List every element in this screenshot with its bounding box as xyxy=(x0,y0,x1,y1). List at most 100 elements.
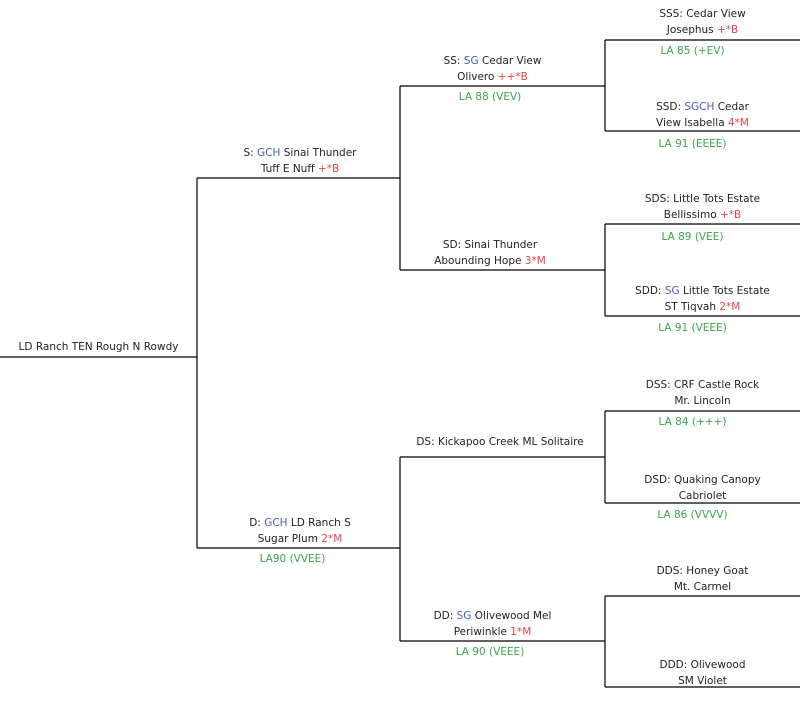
award-badge: ++*B xyxy=(497,71,528,83)
sdd-la-score: LA 91 (VEEE) xyxy=(658,322,727,334)
name-text: Bellissimo xyxy=(663,209,720,221)
title-prefix: GCH xyxy=(264,517,288,529)
dd-name-line-2: Periwinkle 1*M xyxy=(400,624,585,640)
sdd-name-line-2: ST Tiqvah 2*M xyxy=(605,299,800,315)
dss-name-line-1: DSS: CRF Castle Rock xyxy=(605,377,800,393)
award-badge: 1*M xyxy=(510,626,532,638)
name-text: Cedar xyxy=(714,101,749,113)
award-badge: 3*M xyxy=(524,255,546,267)
subject-name: LD Ranch TEN Rough N Rowdy xyxy=(0,339,197,355)
name-text: DDD: Olivewood xyxy=(659,659,746,671)
name-text: SDS: Little Tots Estate xyxy=(644,193,761,205)
sire-name-line-2: Tuff E Nuff +*B xyxy=(200,161,400,177)
name-text: D: xyxy=(249,517,265,529)
dss-name-line-2: Mr. Lincoln xyxy=(605,393,800,409)
ddd-name-line-2: SM Violet xyxy=(605,673,800,689)
dam-name-line-2: Sugar Plum 2*M xyxy=(200,531,400,547)
ss-name-line-2: Olivero ++*B xyxy=(400,69,585,85)
sdd-name-line-1: SDD: SG Little Tots Estate xyxy=(605,283,800,299)
subject-name-line-1: LD Ranch TEN Rough N Rowdy xyxy=(0,339,197,355)
title-prefix: SG xyxy=(456,610,472,622)
ss-la-score: LA 88 (VEV) xyxy=(458,91,522,103)
ssd-la-score: LA 91 (EEEE) xyxy=(658,138,727,150)
name-text: DSS: CRF Castle Rock xyxy=(645,379,760,391)
name-text: Olivewood Mel xyxy=(471,610,552,622)
dds-name-line-1: DDS: Honey Goat xyxy=(605,563,800,579)
name-text: ST Tiqvah xyxy=(664,301,720,313)
sss-name-line-1: SSS: Cedar View xyxy=(605,6,800,22)
sds-name-line-1: SDS: Little Tots Estate xyxy=(605,191,800,207)
dss-la-score: LA 84 (+++) xyxy=(658,416,727,428)
name-text: DD: xyxy=(433,610,457,622)
name-text: Cedar View xyxy=(478,55,542,67)
sds-name-line-2: Bellissimo +*B xyxy=(605,207,800,223)
name-text: LD Ranch S xyxy=(287,517,351,529)
name-text: SSD: xyxy=(656,101,685,113)
ddd-name: DDD: Olivewood SM Violet xyxy=(605,657,800,689)
sire-name-line-1: S: GCH Sinai Thunder xyxy=(200,145,400,161)
dsd-name-line-1: DSD: Quaking Canopy xyxy=(605,472,800,488)
name-text: Mr. Lincoln xyxy=(674,395,731,407)
title-prefix: SGCH xyxy=(684,101,715,113)
name-text: View Isabella xyxy=(656,117,728,129)
name-text: Olivero xyxy=(457,71,498,83)
name-text: DSD: Quaking Canopy xyxy=(644,474,761,486)
name-text: Mt. Carmel xyxy=(673,581,732,593)
name-text: SDD: xyxy=(635,285,665,297)
name-text: SSS: Cedar View xyxy=(659,8,746,20)
dd-name-line-1: DD: SG Olivewood Mel xyxy=(400,608,585,624)
ssd-name-line-2: View Isabella 4*M xyxy=(605,115,800,131)
award-badge: 2*M xyxy=(719,301,741,313)
dam-la-score: LA90 (VVEE) xyxy=(259,553,326,565)
title-prefix: SG xyxy=(664,285,680,297)
dsd-la-score: LA 86 (VVVV) xyxy=(657,509,728,521)
dsd-name-line-2: Cabriolet xyxy=(605,488,800,504)
award-badge: +*B xyxy=(317,163,340,175)
ddd-name-line-1: DDD: Olivewood xyxy=(605,657,800,673)
name-text: Sugar Plum xyxy=(257,533,322,545)
name-text: SD: Sinai Thunder xyxy=(442,239,538,251)
name-text: Periwinkle xyxy=(453,626,511,638)
award-badge: +*B xyxy=(716,24,739,36)
dam-name-line-1: D: GCH LD Ranch S xyxy=(200,515,400,531)
name-text: SM Violet xyxy=(678,675,727,687)
name-text: Josephus xyxy=(666,24,717,36)
award-badge: 4*M xyxy=(728,117,749,129)
award-badge: +*B xyxy=(720,209,742,221)
name-text: Little Tots Estate xyxy=(679,285,770,297)
dds-name-line-2: Mt. Carmel xyxy=(605,579,800,595)
ss-name-line-1: SS: SG Cedar View xyxy=(400,53,585,69)
title-prefix: GCH xyxy=(257,147,281,159)
award-badge: 2*M xyxy=(321,533,343,545)
name-text: Abounding Hope xyxy=(434,255,525,267)
ds-name-line-1: DS: Kickapoo Creek ML Solitaire xyxy=(400,434,600,450)
title-prefix: SG xyxy=(463,55,479,67)
dd-la-score: LA 90 (VEEE) xyxy=(455,646,525,658)
name-text: DDS: Honey Goat xyxy=(656,565,749,577)
name-text: Tuff E Nuff xyxy=(260,163,318,175)
sd-name-line-2: Abounding Hope 3*M xyxy=(400,253,580,269)
sss-la-score: LA 85 (+EV) xyxy=(660,45,725,57)
sss-name-line-2: Josephus +*B xyxy=(605,22,800,38)
sds-la-score: LA 89 (VEE) xyxy=(661,231,724,243)
name-text: Sinai Thunder xyxy=(280,147,357,159)
name-text: S: xyxy=(243,147,258,159)
name-text: DS: Kickapoo Creek ML Solitaire xyxy=(416,436,584,448)
name-text: LD Ranch TEN Rough N Rowdy xyxy=(18,341,179,353)
ssd-name-line-1: SSD: SGCH Cedar xyxy=(605,99,800,115)
sd-name-line-1: SD: Sinai Thunder xyxy=(400,237,580,253)
name-text: SS: xyxy=(443,55,464,67)
name-text: Cabriolet xyxy=(678,490,727,502)
